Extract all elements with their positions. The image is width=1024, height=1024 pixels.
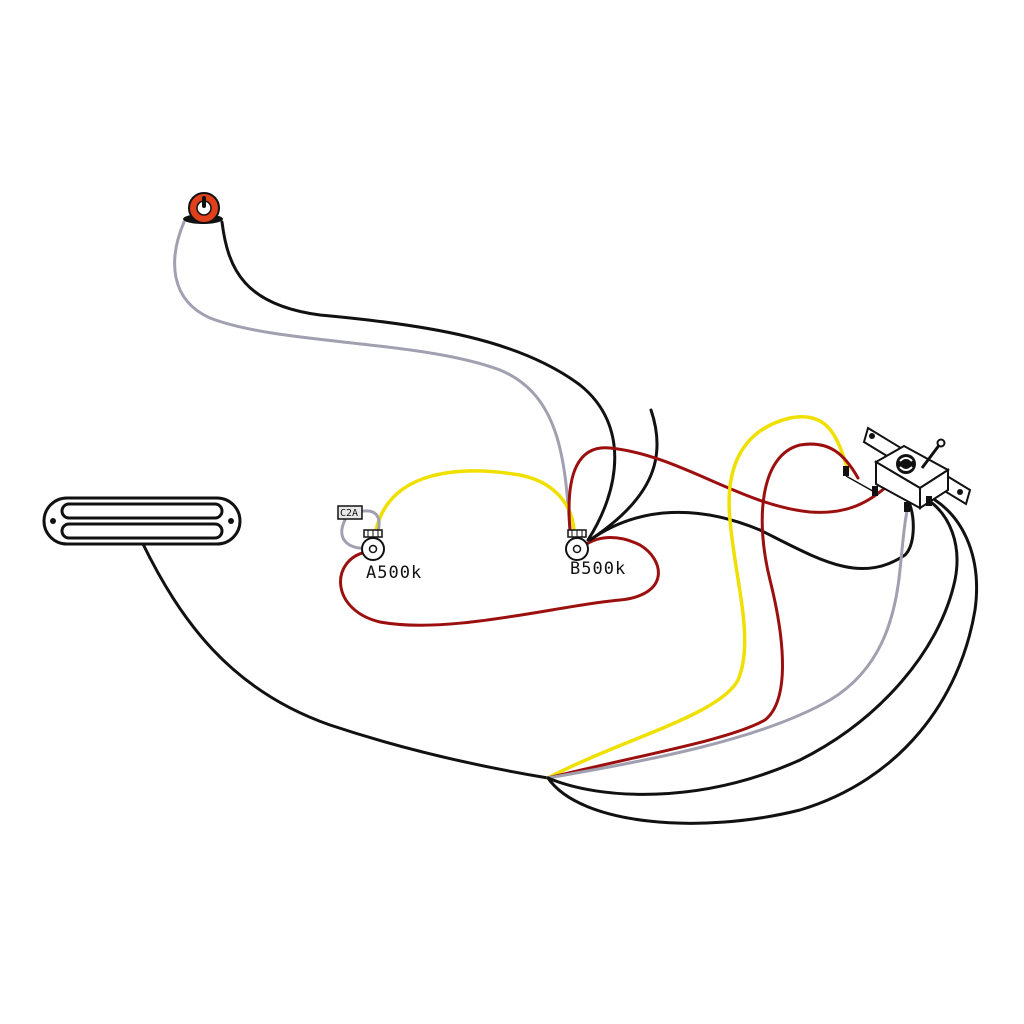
wire-bundle-black-2 bbox=[546, 498, 979, 825]
wire-yellow-pots bbox=[374, 469, 576, 532]
humbucker-rail-pickup-icon bbox=[42, 496, 242, 546]
wire-bundle-red bbox=[546, 442, 860, 780]
wire-bundle-black-1 bbox=[546, 498, 959, 796]
wire-jack-gray bbox=[173, 220, 572, 532]
tone-pot-label: B500k bbox=[570, 559, 626, 579]
wire-loose-black bbox=[588, 408, 659, 542]
wire-red-pot-switch bbox=[567, 446, 887, 532]
wire-black-pot-switch bbox=[588, 503, 915, 571]
capacitor-label: C2A bbox=[340, 508, 358, 519]
wire-pickup-black bbox=[140, 540, 550, 780]
tone-pot-icon: B500k bbox=[565, 529, 626, 579]
wires bbox=[140, 220, 979, 825]
wire-red-pots bbox=[339, 536, 660, 627]
capacitor-icon: C2A bbox=[337, 505, 363, 520]
wire-jack-black bbox=[220, 220, 617, 542]
output-jack-icon bbox=[183, 192, 223, 224]
pickup-selector-switch-icon bbox=[843, 426, 972, 512]
wire-bundle-yellow bbox=[546, 414, 850, 780]
volume-pot-icon: A500k bbox=[361, 529, 422, 583]
wire-bundle-gray bbox=[546, 496, 912, 780]
volume-pot-label: A500k bbox=[366, 563, 422, 583]
